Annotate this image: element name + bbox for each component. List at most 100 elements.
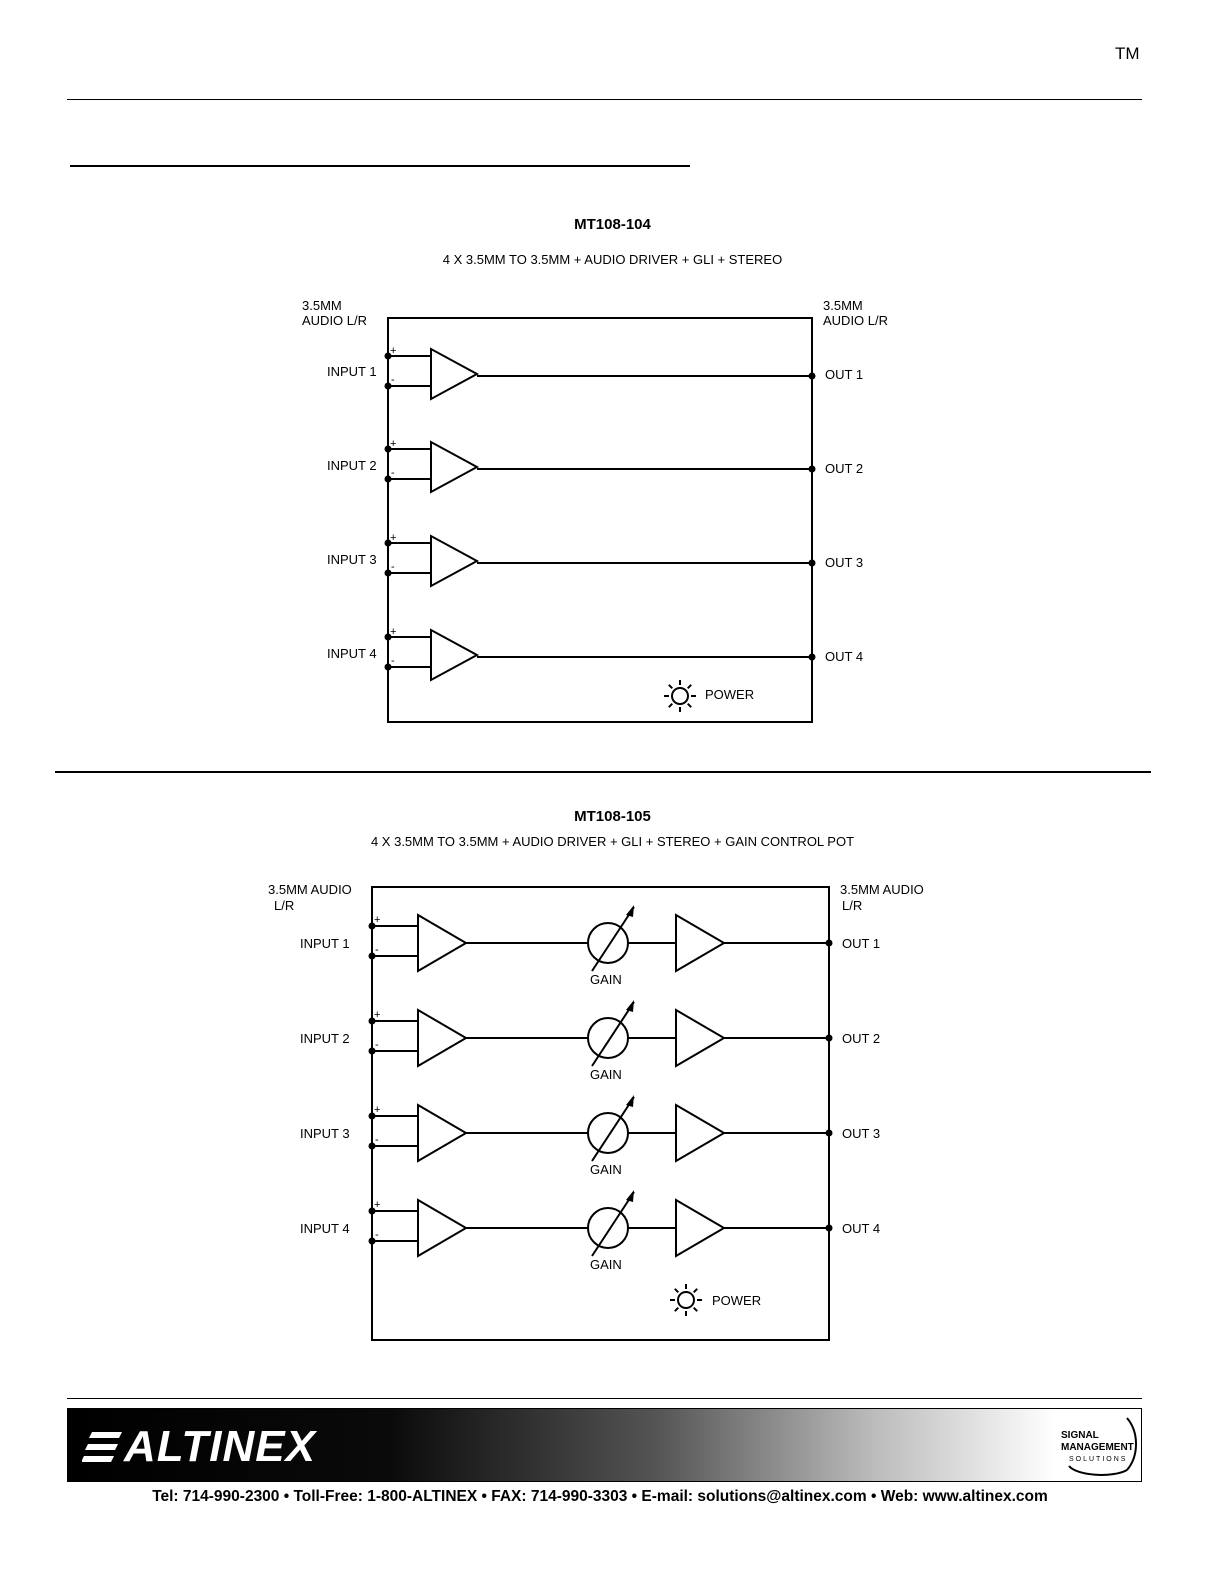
diagram1-subtitle: 4 X 3.5MM TO 3.5MM + AUDIO DRIVER + GLI … — [442, 252, 783, 267]
junction-dot — [825, 1034, 833, 1042]
diagram1-right-header-1: 3.5MM — [823, 298, 863, 313]
junction-dot — [368, 1207, 376, 1215]
minus-sign: - — [375, 1039, 379, 1051]
junction-dot — [384, 352, 392, 360]
diagram2-gain-label: GAIN — [590, 1162, 622, 1177]
diagram1-left-header-1: 3.5MM — [302, 298, 342, 313]
diagram2-right-header-1: 3.5MM AUDIO — [840, 882, 924, 897]
power-ray — [692, 1306, 698, 1312]
gain-pot-icon — [587, 1112, 629, 1154]
amplifier-icon — [430, 628, 480, 682]
diagram2-left-header-1: 3.5MM AUDIO — [268, 882, 352, 897]
amplifier-icon — [417, 1198, 468, 1258]
footer-rule — [67, 1398, 1142, 1399]
gain-arrowhead — [626, 1190, 634, 1202]
power-ray — [686, 684, 692, 690]
diagram2-output-label: OUT 3 — [842, 1126, 881, 1141]
diagram2-left-header-2: L/R — [274, 898, 295, 913]
diagram1-power-icon — [664, 680, 696, 712]
diagram1-left-header-2: AUDIO L/R — [302, 313, 368, 328]
amplifier-icon — [430, 440, 480, 494]
plus-sign: + — [374, 914, 380, 926]
junction-dot — [825, 1129, 833, 1137]
logo-text: ALTINEX — [124, 1422, 316, 1471]
diagram1-input-label: INPUT 4 — [327, 646, 377, 661]
power-led-icon — [677, 1291, 695, 1309]
plus-sign: + — [374, 1104, 380, 1116]
diagram1-output-label: OUT 3 — [825, 555, 864, 570]
diagram1-power-label: POWER — [705, 687, 755, 702]
amplifier-icon — [675, 913, 726, 973]
minus-sign: - — [375, 1229, 379, 1241]
plus-sign: + — [390, 626, 396, 638]
minus-sign: - — [391, 467, 395, 479]
gain-arrow — [591, 906, 635, 972]
amplifier-icon — [675, 1103, 726, 1163]
amplifier-icon — [417, 1008, 468, 1068]
junction-dot — [368, 922, 376, 930]
power-ray — [692, 1288, 698, 1294]
junction-dot — [368, 1237, 376, 1245]
junction-dot — [368, 1112, 376, 1120]
diagram1-output-label: OUT 2 — [825, 461, 864, 476]
minus-sign: - — [391, 655, 395, 667]
diagram2-input-label: INPUT 1 — [300, 936, 350, 951]
diagram1-title: MT108-104 — [574, 216, 651, 233]
diagram1-input-label: INPUT 3 — [327, 552, 377, 567]
diagram2-output-label: OUT 1 — [842, 936, 881, 951]
diagram1-output-label: OUT 1 — [825, 367, 864, 382]
diagram2-title: MT108-105 — [574, 808, 651, 825]
gain-arrow — [591, 1096, 635, 1162]
diagram1-output-label: OUT 4 — [825, 649, 864, 664]
diagram2-subtitle: 4 X 3.5MM TO 3.5MM + AUDIO DRIVER + GLI … — [370, 834, 855, 849]
junction-dot — [368, 1142, 376, 1150]
amplifier-icon — [430, 347, 480, 401]
amplifier-icon — [430, 534, 480, 588]
power-ray — [674, 1306, 680, 1312]
diagram1-right-header-2: AUDIO L/R — [823, 313, 889, 328]
junction-dot — [808, 465, 816, 473]
junction-dot — [825, 1224, 833, 1232]
plus-sign: + — [374, 1199, 380, 1211]
diagram2-gain-label: GAIN — [590, 972, 622, 987]
minus-sign: - — [375, 944, 379, 956]
junction-dot — [368, 1017, 376, 1025]
junction-dot — [384, 633, 392, 641]
junction-dot — [384, 382, 392, 390]
power-led-icon — [671, 687, 689, 705]
top-rule — [67, 99, 1142, 100]
middle-rule — [55, 771, 1151, 773]
plus-sign: + — [390, 438, 396, 450]
junction-dot — [368, 952, 376, 960]
junction-dot — [808, 653, 816, 661]
plus-sign: + — [390, 532, 396, 544]
plus-sign: + — [374, 1009, 380, 1021]
diagram2-output-label: OUT 2 — [842, 1031, 881, 1046]
diagram1-input-label: INPUT 2 — [327, 458, 377, 473]
diagram1-input-label: INPUT 1 — [327, 364, 377, 379]
diagram2-power-label: POWER — [712, 1293, 762, 1308]
signal-management-badge: SIGNAL MANAGEMENT SOLUTIONS — [1057, 1412, 1139, 1478]
junction-dot — [808, 372, 816, 380]
trademark: TM — [1115, 44, 1140, 63]
gain-pot-icon — [587, 1207, 629, 1249]
diagram2-input-label: INPUT 3 — [300, 1126, 350, 1141]
plus-sign: + — [390, 345, 396, 357]
gain-arrow — [591, 1001, 635, 1067]
amplifier-icon — [417, 913, 468, 973]
gain-pot-icon — [587, 1017, 629, 1059]
minus-sign: - — [391, 374, 395, 386]
junction-dot — [384, 663, 392, 671]
minus-sign: - — [375, 1134, 379, 1146]
badge-line-1: SIGNAL — [1061, 1430, 1099, 1441]
junction-dot — [384, 445, 392, 453]
power-ray — [668, 684, 674, 690]
section-underline — [70, 165, 690, 167]
diagram2-input-label: INPUT 4 — [300, 1221, 350, 1236]
badge-line-3: SOLUTIONS — [1069, 1456, 1127, 1463]
power-ray — [668, 702, 674, 708]
badge-line-2: MANAGEMENT — [1061, 1442, 1134, 1453]
junction-dot — [384, 475, 392, 483]
power-ray — [674, 1288, 680, 1294]
gain-arrowhead — [626, 1000, 634, 1012]
